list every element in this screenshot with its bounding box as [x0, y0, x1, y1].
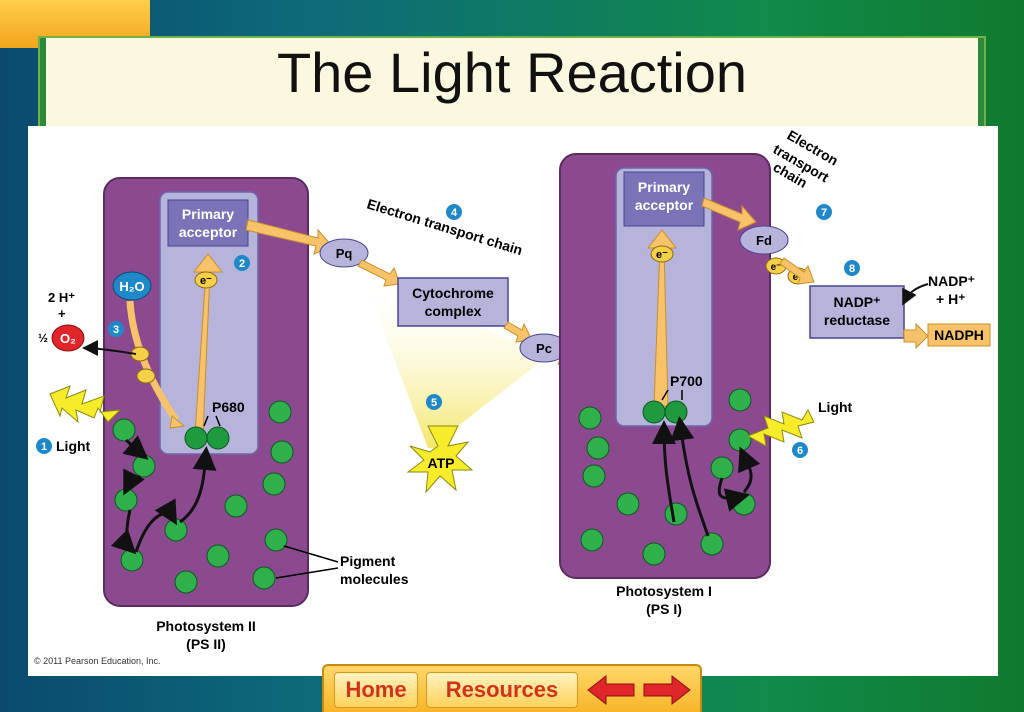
p680-chlorophyll-1 [184, 426, 208, 450]
left-arrow-icon[interactable] [586, 674, 636, 706]
etc-middle-label: Electron transport chain [365, 196, 524, 259]
water-molecule [112, 271, 152, 301]
diagram-panel: Primary acceptor e⁻ P680 2 Photosystem I… [28, 126, 998, 676]
slide-title: The Light Reaction [276, 41, 748, 104]
light-right-bolt [746, 408, 815, 447]
psi-energy-transfer [652, 416, 761, 537]
psii-primary-acceptor [167, 199, 249, 247]
nadph-label: NADPH [934, 327, 984, 343]
step-8-badge [844, 260, 860, 276]
pigment-pointer [275, 545, 339, 579]
pq-carrier [319, 238, 369, 268]
pq-to-cytochrome-arrow [357, 259, 401, 287]
psi-acceptor-label-1: Primary [638, 179, 690, 195]
psii-acceptor-label-1: Primary [182, 206, 234, 222]
step-5-number: 5 [431, 397, 437, 409]
nadp-reductase-label-2: reductase [824, 312, 890, 328]
p700-label: P700 [670, 373, 703, 389]
pigment-label-2: molecules [340, 571, 409, 587]
nav-bar: Home Resources [322, 664, 702, 712]
step-6-number: 6 [797, 445, 803, 457]
oxygen-molecule [51, 324, 85, 352]
resources-button[interactable]: Resources [426, 672, 578, 708]
psii-label-abbr: (PS II) [186, 636, 226, 652]
cytochrome-complex [397, 277, 509, 327]
half-label: ½ [38, 331, 48, 345]
nadp-reductase-label-1: NADP⁺ [833, 294, 880, 310]
light-right-label: Light [818, 399, 853, 415]
fd-label: Fd [756, 233, 772, 248]
p700-chlorophyll-2 [664, 400, 688, 424]
p680-label: P680 [212, 399, 245, 415]
step-1-badge [36, 438, 52, 454]
cytochrome-label-2: complex [425, 303, 482, 319]
light-reaction-diagram: Primary acceptor e⁻ P680 2 Photosystem I… [34, 127, 991, 666]
pigment-label-1: Pigment [340, 553, 396, 569]
pc-label: Pc [536, 341, 552, 356]
fd-electron-2-label: e⁻ [793, 272, 804, 283]
reductase-to-nadph-arrow [903, 322, 929, 350]
atp-label: ATP [428, 455, 455, 471]
psi-primary-acceptor [623, 171, 705, 227]
copyright: © 2011 Pearson Education, Inc. [34, 656, 161, 666]
psi-electron-label: e⁻ [656, 249, 668, 261]
fd-carrier [739, 225, 789, 255]
atp-star [406, 425, 474, 494]
pq-label: Pq [336, 246, 353, 261]
psii-electron [194, 271, 218, 289]
step-4-badge [446, 204, 462, 220]
home-button[interactable]: Home [334, 672, 418, 708]
step-4-number: 4 [451, 207, 458, 219]
p680-pointer [203, 415, 221, 427]
step-5-badge [426, 394, 442, 410]
nadp-reductase [809, 285, 905, 339]
psi-acceptor-label-2: acceptor [635, 197, 694, 213]
nadp-input-label-1: NADP⁺ [928, 273, 975, 289]
psii-label: Photosystem II [156, 618, 256, 634]
light-left-label: Light [56, 438, 91, 454]
psii-acceptor-label-2: acceptor [179, 224, 238, 240]
oxygen-label: O₂ [60, 331, 76, 346]
step-8-number: 8 [849, 263, 855, 275]
cytochrome-label-1: Cytochrome [412, 285, 494, 301]
psi-label: Photosystem I [616, 583, 712, 599]
fd-to-reductase-arrow [779, 257, 815, 285]
psi-electron [650, 245, 674, 263]
psii-electron-label: e⁻ [200, 275, 212, 287]
step-7-number: 7 [821, 207, 827, 219]
title-panel [46, 38, 978, 138]
fd-electron-1-label: e⁻ [771, 262, 782, 273]
p700-pointer [661, 389, 683, 401]
step-2-number: 2 [239, 258, 245, 270]
nadp-input-label-2: + H⁺ [936, 291, 966, 307]
plus-label: + [58, 306, 66, 321]
step-1-number: 1 [41, 441, 47, 453]
p700-chlorophyll-1 [642, 400, 666, 424]
nadp-input-arrow [902, 283, 929, 306]
water-label: H₂O [119, 279, 144, 294]
water-electron-2 [136, 368, 156, 384]
step-2-badge [234, 255, 250, 271]
step-3-badge [108, 321, 124, 337]
psii-energy-transfer [110, 435, 217, 555]
step-6-badge [792, 442, 808, 458]
oxygen-release-arrow [82, 340, 137, 357]
step-7-badge [816, 204, 832, 220]
acceptor-to-fd-arrow [701, 197, 757, 231]
protons-label: 2 H⁺ [48, 290, 75, 305]
right-arrow-icon[interactable] [642, 674, 692, 706]
water-arrow-head [169, 415, 186, 429]
nadph-box [927, 323, 991, 347]
p680-chlorophyll-2 [206, 426, 230, 450]
step-3-number: 3 [113, 324, 119, 336]
light-left-bolt [49, 385, 122, 424]
psi-label-abbr: (PS I) [646, 601, 682, 617]
